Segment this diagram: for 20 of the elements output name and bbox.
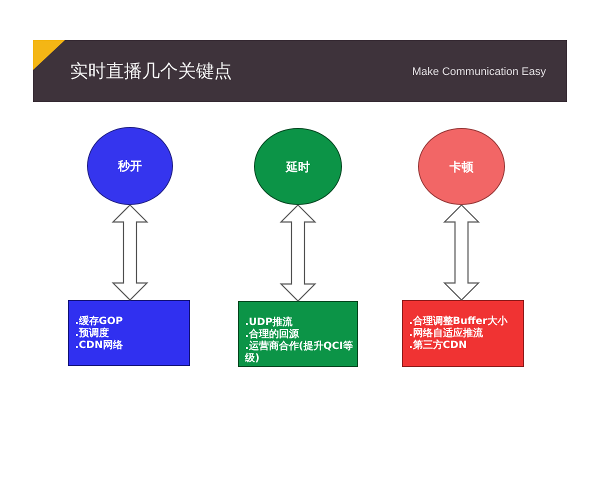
list-item: .预调度 (75, 328, 110, 340)
node-label: 卡顿 (450, 160, 474, 174)
list-item: .缓存GOP (75, 316, 124, 327)
double-arrow (112, 204, 148, 301)
double-arrow (280, 204, 316, 302)
list-item: .合理调整Buffer大小 (409, 316, 508, 327)
node-label: 延时 (286, 160, 310, 174)
process-box (238, 301, 358, 367)
slide-title: 实时直播几个关键点 (70, 61, 232, 83)
process-box (402, 300, 524, 367)
double-arrow (443, 204, 480, 301)
list-item: .网络自适应推流 (409, 328, 484, 339)
node-label: 秒开 (118, 159, 142, 173)
list-item: .合理的回源 (245, 329, 300, 340)
list-item: .CDN网络 (75, 340, 124, 352)
list-item: .运营商合作(提升QCI等级) (245, 341, 354, 365)
slogan-text: Make Communication Easy (412, 66, 546, 79)
process-box (68, 300, 190, 366)
list-item: .UDP推流 (245, 317, 294, 328)
list-item: .第三方CDN (409, 340, 468, 352)
